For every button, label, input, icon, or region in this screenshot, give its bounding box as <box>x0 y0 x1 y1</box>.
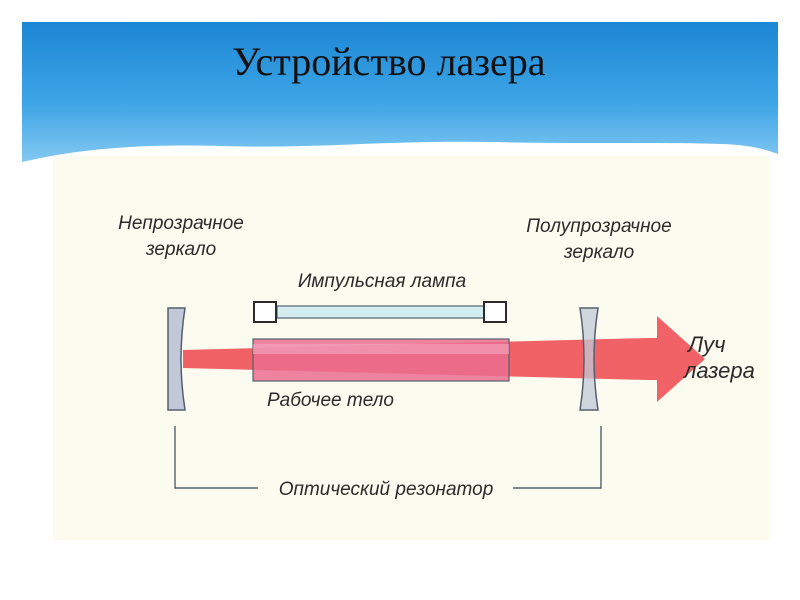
opaque-mirror-label-line2: зеркало <box>145 239 216 260</box>
active-medium-highlight <box>253 344 509 354</box>
semi-mirror-label-line2: зеркало <box>563 242 634 263</box>
laser-beam-label-line1: Луч <box>686 332 725 357</box>
flash-lamp-tube <box>276 305 485 319</box>
opaque-mirror-label-line1: Непрозрачное <box>118 213 244 234</box>
laser-diagram-panel: Непрозрачное зеркало Полупрозрачное зерк… <box>53 156 769 540</box>
laser-beam-label-line2: лазера <box>682 358 755 383</box>
active-medium-label: Рабочее тело <box>267 390 394 411</box>
resonator-bracket-right <box>513 426 602 489</box>
semi-transparent-mirror <box>579 307 599 411</box>
slide-title: Устройство лазера <box>232 39 546 84</box>
resonator-bracket-left <box>174 426 258 489</box>
semi-mirror-label-line1: Полупрозрачное <box>526 216 671 237</box>
laser-diagram: Непрозрачное зеркало Полупрозрачное зерк… <box>118 213 755 500</box>
flash-lamp-end-left <box>253 301 277 323</box>
flash-lamp-end-right <box>483 301 507 323</box>
opaque-mirror <box>167 307 186 411</box>
resonator-label: Оптический резонатор <box>279 479 494 500</box>
flash-lamp-label: Импульсная лампа <box>298 271 466 292</box>
